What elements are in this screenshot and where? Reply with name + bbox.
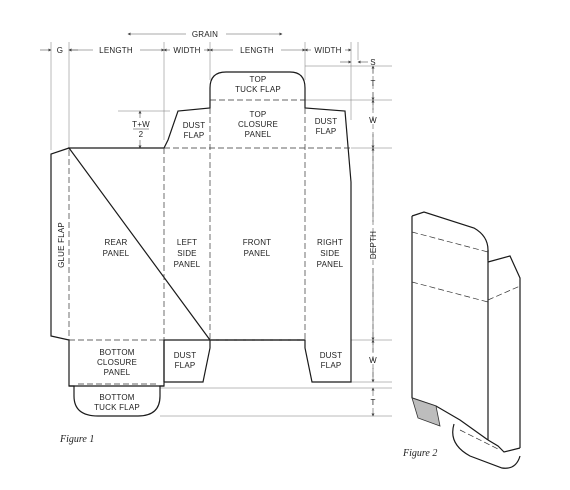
length-label-2: LENGTH: [240, 46, 274, 55]
svg-text:FLAP: FLAP: [316, 127, 337, 136]
svg-text:RIGHT: RIGHT: [317, 238, 343, 247]
glue-width-label: G: [57, 46, 63, 55]
bottom-closure-panel-label: BOTTOM CLOSURE PANEL: [97, 348, 137, 377]
dust-flap-bottom-right-label: DUST FLAP: [320, 351, 343, 370]
svg-text:FLAP: FLAP: [321, 361, 342, 370]
rear-panel-label: REAR PANEL: [103, 238, 130, 258]
svg-text:CLOSURE: CLOSURE: [238, 120, 278, 129]
front-panel-label: FRONT PANEL: [243, 238, 272, 258]
width-label-2: WIDTH: [314, 46, 341, 55]
svg-text:DUST: DUST: [174, 351, 197, 360]
tw-divisor-label: 2: [139, 130, 144, 139]
t-top-label: T: [370, 79, 375, 88]
svg-text:CLOSURE: CLOSURE: [97, 358, 137, 367]
svg-text:TUCK FLAP: TUCK FLAP: [94, 403, 140, 412]
length-label-1: LENGTH: [99, 46, 133, 55]
width-label-1: WIDTH: [173, 46, 200, 55]
figure-2-caption: Figure 2: [402, 448, 437, 459]
top-tuck-flap-label: TOP TUCK FLAP: [235, 75, 281, 94]
dimension-extension-lines: [50, 42, 392, 417]
svg-text:BOTTOM: BOTTOM: [99, 393, 134, 402]
svg-text:PANEL: PANEL: [104, 368, 131, 377]
figure-1-caption: Figure 1: [59, 434, 94, 445]
svg-text:FLAP: FLAP: [184, 131, 205, 140]
carton-bottom-right: [487, 439, 521, 453]
svg-text:PANEL: PANEL: [245, 130, 272, 139]
svg-text:FLAP: FLAP: [175, 361, 196, 370]
svg-text:DUST: DUST: [320, 351, 343, 360]
s-label: S: [370, 58, 376, 67]
carton-bottom-tuck: [452, 423, 521, 469]
svg-text:PANEL: PANEL: [317, 260, 344, 269]
svg-text:SIDE: SIDE: [177, 249, 196, 258]
svg-text:LEFT: LEFT: [177, 238, 197, 247]
carton-top-flap: [411, 211, 489, 260]
tw-half-dimension: T+W 2: [132, 110, 150, 149]
figure-1-dieline: GRAIN G LENGTH WIDTH LENGTH WIDTH S: [40, 30, 392, 445]
svg-text:FRONT: FRONT: [243, 238, 272, 247]
svg-text:TOP: TOP: [250, 75, 267, 84]
carton-side-panel: [487, 255, 521, 448]
tw-label: T+W: [132, 120, 150, 129]
svg-text:TUCK FLAP: TUCK FLAP: [235, 85, 281, 94]
glue-flap-label: GLUE FLAP: [57, 222, 66, 268]
grain-dimension: GRAIN: [127, 30, 283, 39]
t-bottom-label: T: [370, 398, 375, 407]
svg-text:TOP: TOP: [250, 110, 267, 119]
top-closure-panel-label: TOP CLOSURE PANEL: [238, 110, 278, 139]
depth-label: DEPTH: [369, 231, 378, 259]
svg-text:PANEL: PANEL: [174, 260, 201, 269]
dust-flap-top-left-label: DUST FLAP: [183, 121, 206, 140]
dust-flap-bottom-left-label: DUST FLAP: [174, 351, 197, 370]
svg-text:DUST: DUST: [315, 117, 338, 126]
carton-shaded-flap: [411, 397, 441, 427]
grain-label: GRAIN: [192, 30, 218, 39]
svg-text:PANEL: PANEL: [244, 249, 271, 258]
w-top-label: W: [369, 116, 377, 125]
right-side-panel-label: RIGHT SIDE PANEL: [317, 238, 344, 269]
bottom-tuck-flap-label: BOTTOM TUCK FLAP: [94, 393, 140, 412]
svg-text:BOTTOM: BOTTOM: [99, 348, 134, 357]
figure-2-carton: Figure 2: [402, 211, 521, 469]
w-bottom-label: W: [369, 356, 377, 365]
horizontal-dimensions: G LENGTH WIDTH LENGTH WIDTH S: [40, 46, 376, 67]
svg-text:REAR: REAR: [104, 238, 127, 247]
dust-flap-top-right-label: DUST FLAP: [315, 117, 338, 136]
svg-text:SIDE: SIDE: [320, 249, 339, 258]
svg-text:PANEL: PANEL: [103, 249, 130, 258]
svg-text:DUST: DUST: [183, 121, 206, 130]
fold-lines: [68, 99, 351, 385]
vertical-dimensions: T W DEPTH W T: [369, 65, 378, 417]
left-side-panel-label: LEFT SIDE PANEL: [174, 238, 201, 269]
